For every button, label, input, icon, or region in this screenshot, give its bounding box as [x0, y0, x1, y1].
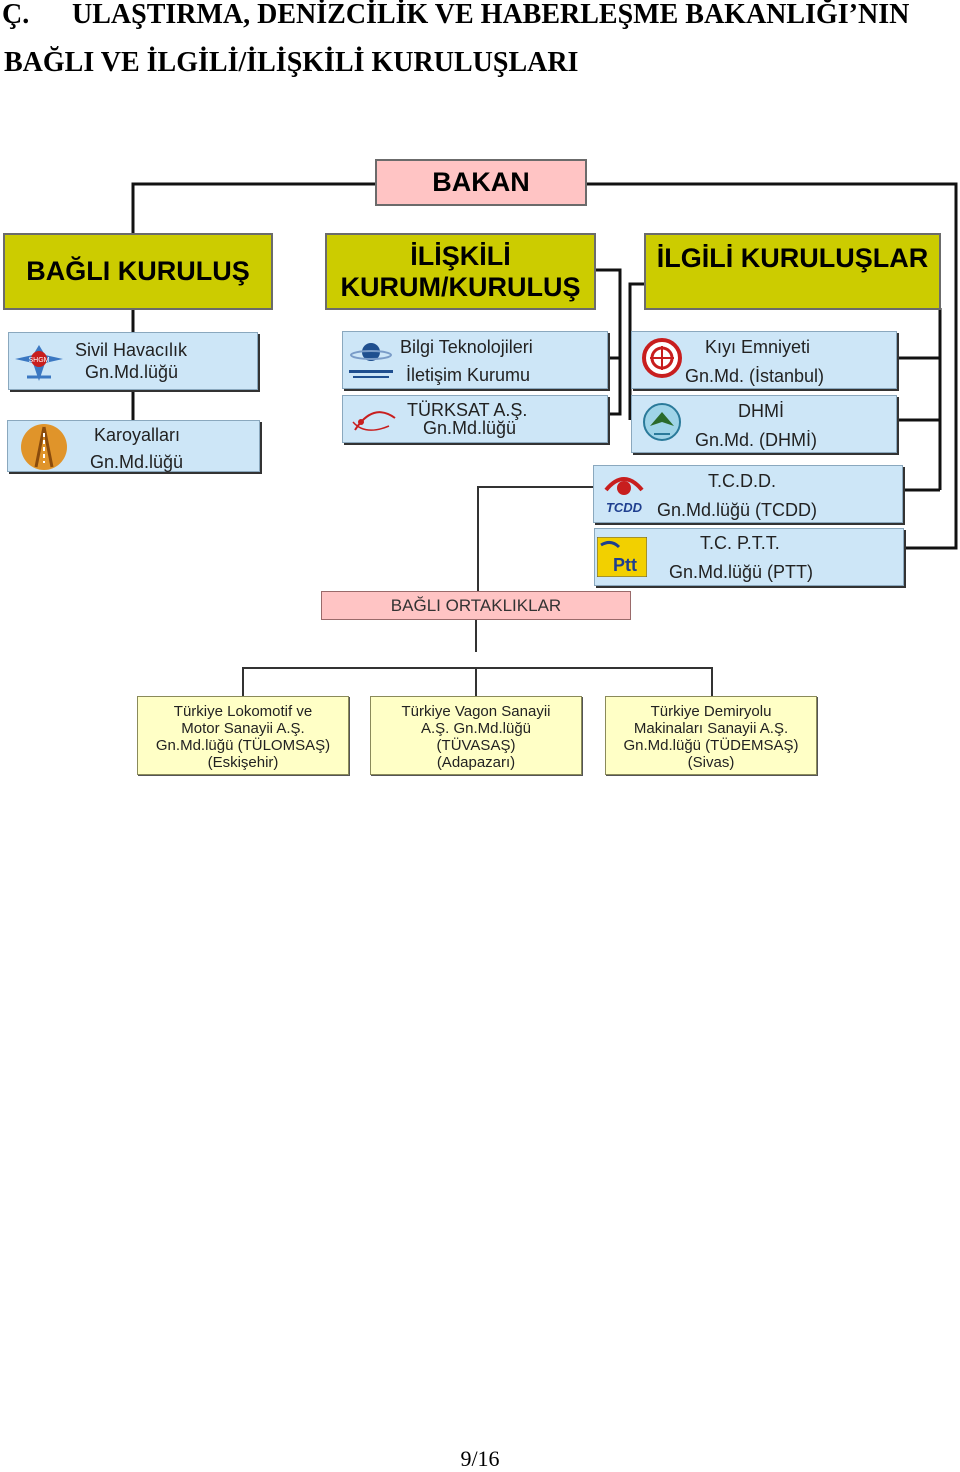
unit-line2: Gn.Md.lüğü (TCDD)	[657, 500, 818, 520]
subsidiary-line: A.Ş. Gn.Md.lüğü	[420, 720, 532, 737]
subsidiaries-title-box: BAĞLI ORTAKLIKLAR	[321, 591, 631, 620]
subsidiary-tudemsas: Türkiye Demiryolu Makinaları Sanayii A.Ş…	[605, 696, 817, 775]
unit-line1: Bilgi Teknolojileri	[400, 337, 533, 357]
group-iliskili-label: İLİŞKİLİ KURUM/KURULUŞ	[340, 240, 581, 302]
root-label: BAKAN	[432, 167, 530, 197]
unit-line2: Gn.Md.lüğü (PTT)	[669, 562, 814, 582]
unit-line1: T.C. P.T.T.	[700, 533, 780, 553]
unit-line2: Gn.Md.lüğü	[423, 418, 517, 438]
unit-line2: Gn.Md. (İstanbul)	[685, 366, 825, 386]
unit-dhmi: DHMİ Gn.Md. (DHMİ)	[631, 395, 897, 453]
group-iliskili: İLİŞKİLİ KURUM/KURULUŞ	[325, 233, 596, 310]
heading-line-2: BAĞLI VE İLGİLİ/İLİŞKİLİ KURULUŞLARI	[4, 47, 579, 78]
dhmi-logo-icon	[643, 403, 681, 441]
unit-turksat: TÜRKSAT A.Ş. Gn.Md.lüğü	[342, 395, 608, 443]
unit-line2: Gn.Md.lüğü	[90, 452, 184, 472]
btk-logo-icon	[349, 343, 393, 378]
unit-line2: Gn.Md.lüğü	[85, 362, 179, 382]
connector-tcdd-ortaklik	[477, 486, 594, 592]
subsidiary-line: Gn.Md.lüğü (TÜLOMSAŞ)	[155, 737, 331, 754]
unit-line1: TÜRKSAT A.Ş.	[407, 400, 528, 420]
connector-ilgili-left	[628, 282, 646, 420]
turksat-logo-icon	[352, 411, 396, 431]
unit-ptt: Ptt T.C. P.T.T. Gn.Md.lüğü (PTT)	[594, 528, 904, 586]
connector-root-bagli	[131, 182, 376, 234]
unit-karayollari: Karoyalları Gn.Md.lüğü	[7, 420, 260, 472]
tcdd-logo-text: TCDD	[606, 500, 643, 515]
subsidiary-line: (Eskişehir)	[207, 754, 279, 771]
unit-btk: Bilgi Teknolojileri İletişim Kurumu	[342, 331, 608, 389]
subsidiary-line: Motor Sanayii A.Ş.	[181, 720, 305, 737]
connector-iliskili	[596, 268, 622, 416]
subsidiary-tuvasas: Türkiye Vagon Sanayii A.Ş. Gn.Md.lüğü (T…	[370, 696, 582, 775]
unit-line1: DHMİ	[738, 401, 784, 421]
tcdd-logo-icon: TCDD	[604, 477, 644, 515]
subsidiary-line: Gn.Md.lüğü (TÜDEMSAŞ)	[623, 737, 799, 754]
subsidiary-line: Türkiye Lokomotif ve	[173, 703, 313, 720]
subsidiary-line: (TÜVASAŞ)	[436, 737, 516, 754]
page-number: 9/16	[460, 1446, 500, 1471]
group-bagli-label: BAĞLI KURULUŞ	[26, 256, 250, 286]
unit-kiyi-emniyeti: Kıyı Emniyeti Gn.Md. (İstanbul)	[631, 331, 897, 389]
root-box: BAKAN	[375, 159, 587, 206]
subsidiary-line: Türkiye Demiryolu	[650, 703, 772, 720]
shgm-logo-icon: SHGM	[15, 345, 63, 381]
subsidiary-line: (Adapazarı)	[436, 754, 516, 771]
unit-line1: Sivil Havacılık	[75, 340, 188, 360]
heading-line-1: Ç. ULAŞTIRMA, DENİZCİLİK VE HABERLEŞME BA…	[2, 0, 909, 38]
group-bagli: BAĞLI KURULUŞ	[3, 233, 273, 310]
subsidiary-line: (Sivas)	[687, 754, 735, 771]
unit-line2: İletişim Kurumu	[406, 365, 531, 385]
unit-line1: T.C.D.D.	[708, 471, 777, 491]
unit-line2: Gn.Md. (DHMİ)	[695, 430, 818, 450]
group-ilgili: İLGİLİ KURULUŞLAR	[644, 233, 941, 310]
ptt-logo-text: Ptt	[613, 555, 637, 575]
unit-line1: Kıyı Emniyeti	[705, 337, 811, 357]
subsidiary-tulomsas: Türkiye Lokomotif ve Motor Sanayii A.Ş. …	[137, 696, 349, 775]
heading-number: Ç.	[2, 0, 30, 30]
subsidiaries-title: BAĞLI ORTAKLIKLAR	[390, 595, 562, 615]
ptt-logo-icon: Ptt	[597, 537, 647, 577]
subsidiary-line: Türkiye Vagon Sanayii	[401, 703, 551, 720]
connector-subsidiaries	[242, 667, 713, 696]
heading-text-1: ULAŞTIRMA, DENİZCİLİK VE HABERLEŞME BAKA…	[72, 0, 910, 30]
kiyi-emniyeti-logo-icon	[642, 338, 682, 378]
connector-root-ilgili	[586, 182, 958, 550]
group-ilgili-label: İLGİLİ KURULUŞLAR	[656, 243, 929, 273]
unit-tcdd: TCDD T.C.D.D. Gn.Md.lüğü (TCDD)	[593, 465, 903, 523]
subsidiary-line: Makinaları Sanayii A.Ş.	[633, 720, 789, 737]
unit-sivil-havacilik: SHGM Sivil Havacılık Gn.Md.lüğü	[8, 332, 258, 390]
unit-line1: Karoyalları	[94, 425, 181, 445]
svg-text:SHGM: SHGM	[29, 357, 50, 364]
kgm-logo-icon	[21, 424, 67, 470]
